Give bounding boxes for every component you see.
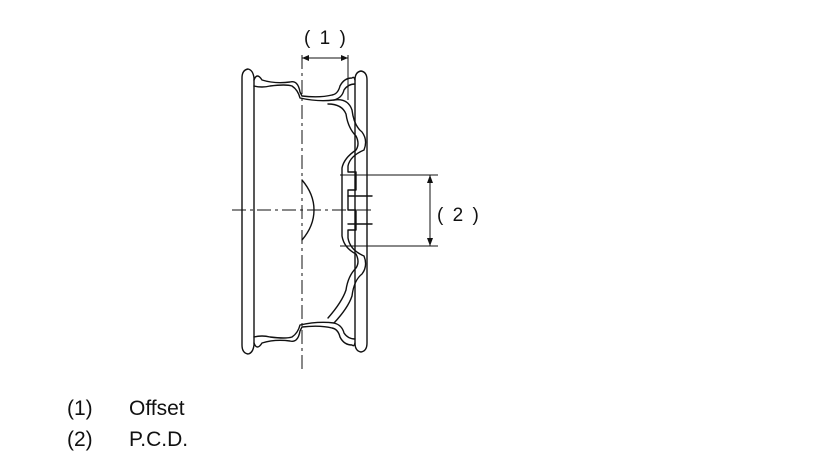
legend-item-offset: (1) Offset: [67, 393, 188, 424]
callout-pcd: ( 2 ): [437, 205, 481, 226]
pcd-arrow-bottom: [427, 238, 433, 246]
rim-profile-top: [253, 75, 356, 98]
hub-bore: [347, 195, 373, 225]
offset-arrow-right: [341, 55, 348, 61]
rim-inner-flange: [354, 70, 368, 353]
rim-outer-flange: [241, 68, 255, 355]
legend-number: (1): [67, 397, 93, 420]
wheel-disc-contour-inner: [327, 103, 359, 319]
wheel-disc-contour: [333, 99, 367, 324]
wheel-offset-pcd-diagram: ( 1 ) ( 2 ): [232, 28, 481, 372]
rim-profile-top-inner: [253, 83, 356, 102]
legend-label: Offset: [129, 397, 185, 420]
rim-profile-bottom-inner: [253, 321, 356, 340]
legend-label: P.C.D.: [129, 428, 189, 451]
pcd-arrow-top: [427, 175, 433, 183]
legend: (1) Offset (2) P.C.D.: [67, 393, 188, 455]
legend-item-pcd: (2) P.C.D.: [67, 424, 188, 455]
offset-arrow-left: [302, 55, 309, 61]
callout-offset: ( 1 ): [304, 28, 348, 49]
legend-number: (2): [67, 428, 93, 451]
rim-profile-bottom: [253, 325, 356, 348]
